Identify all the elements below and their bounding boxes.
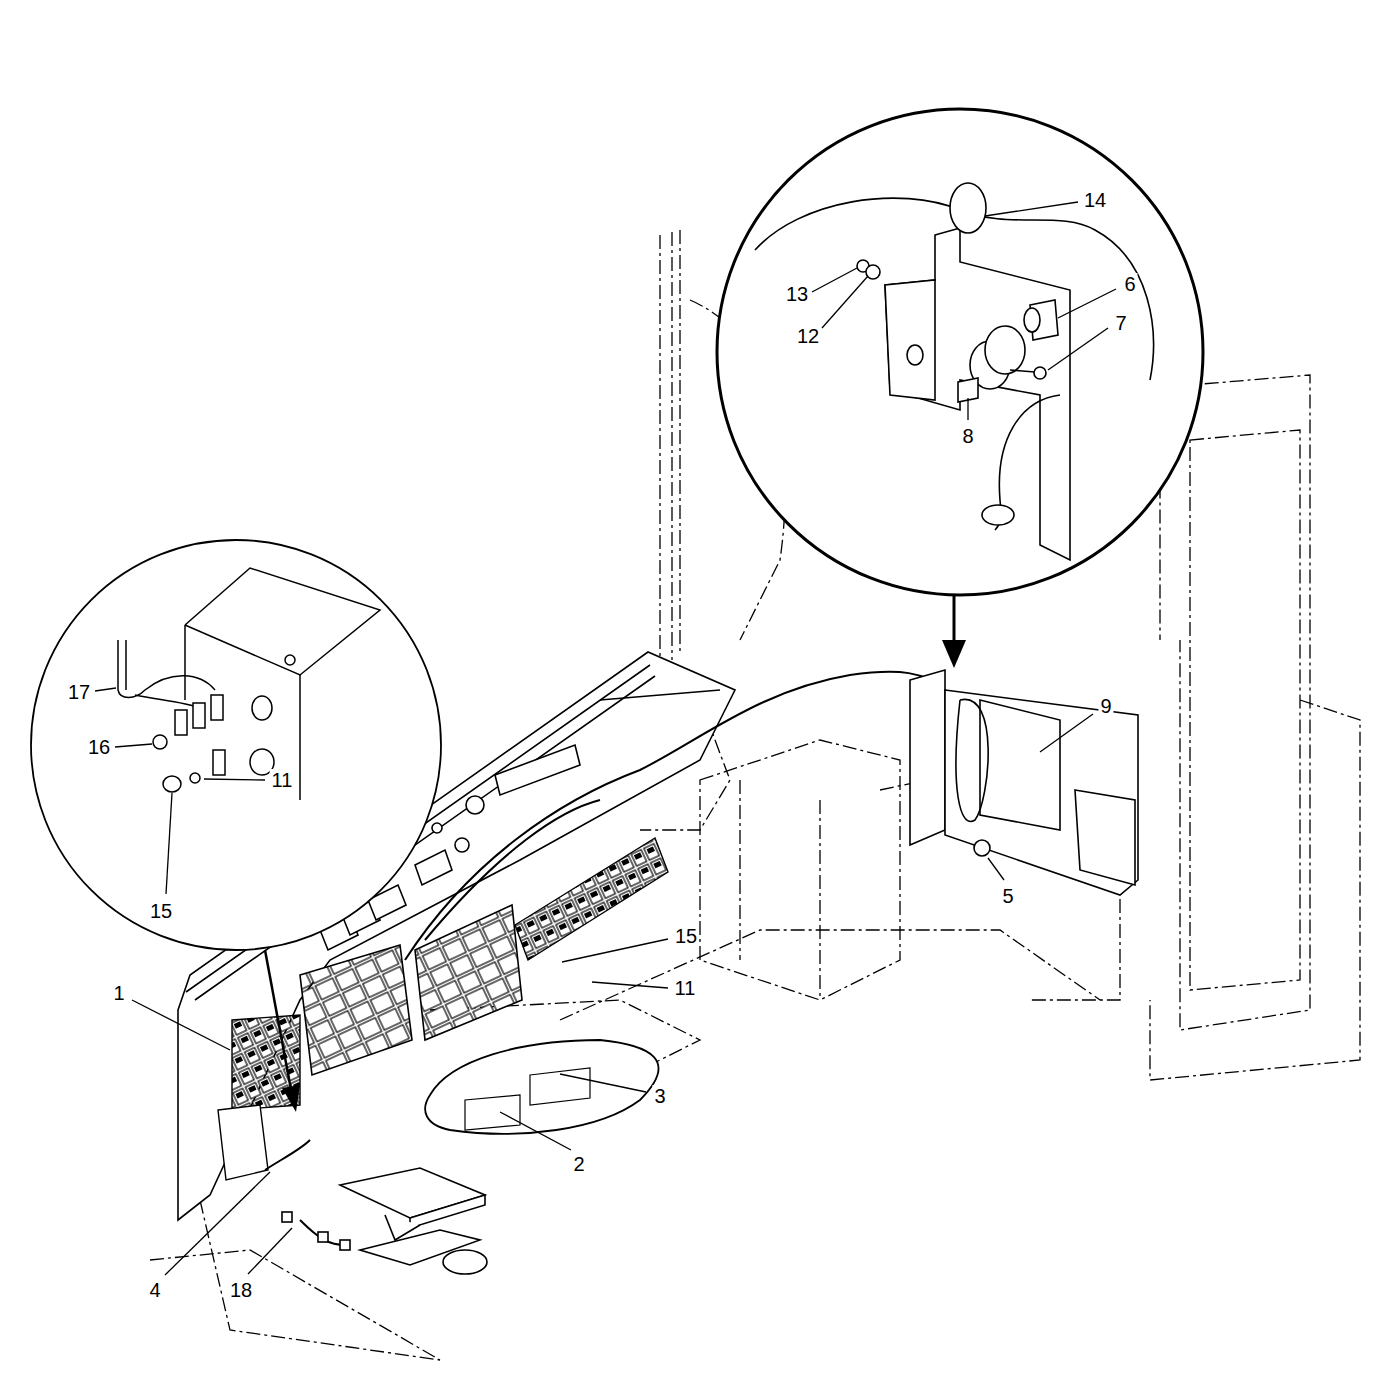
callout-number: 15 xyxy=(673,925,699,947)
callout-number: 2 xyxy=(571,1153,586,1175)
callout-number: 7 xyxy=(1113,312,1128,334)
callout-number: 11 xyxy=(673,977,698,999)
callout-number: 3 xyxy=(652,1085,667,1107)
leader-lines xyxy=(95,202,1116,1275)
callout-number: 8 xyxy=(960,425,975,447)
callout-number: 16 xyxy=(86,736,112,758)
detail-circle-left xyxy=(31,540,441,950)
electrical-box xyxy=(910,670,1138,895)
floor-mat xyxy=(425,1040,658,1134)
control-units xyxy=(300,905,522,1075)
callout-number: 14 xyxy=(1082,189,1108,211)
callout-number: 1 xyxy=(111,982,126,1004)
callout-number: 13 xyxy=(784,283,810,305)
callout-number: 18 xyxy=(228,1279,254,1301)
detail-circle-top xyxy=(717,109,1203,595)
callout-number: 6 xyxy=(1122,273,1137,295)
callout-number: 12 xyxy=(795,325,821,347)
callout-number: 17 xyxy=(66,681,92,703)
callout-number: 15 xyxy=(148,900,174,922)
callout-number: 5 xyxy=(1000,885,1015,907)
pedal xyxy=(282,1168,487,1274)
callout-number: 4 xyxy=(147,1279,162,1301)
callout-number: 11 xyxy=(270,769,295,791)
callout-number: 9 xyxy=(1098,695,1113,717)
